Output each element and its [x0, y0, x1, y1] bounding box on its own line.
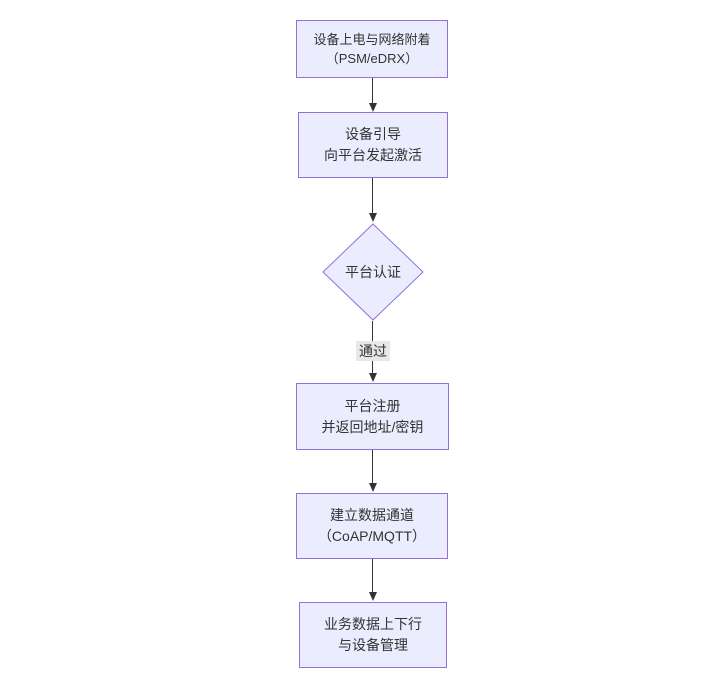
arrowhead-icon	[369, 483, 377, 492]
node-label-line: （PSM/eDRX）	[325, 51, 419, 66]
node-label-line: 平台认证	[345, 264, 401, 280]
arrowhead-icon	[369, 103, 377, 112]
arrowhead-icon	[369, 213, 377, 222]
node-label-line: 与设备管理	[338, 637, 408, 653]
arrowhead-icon	[369, 592, 377, 601]
arrowhead-icon	[369, 373, 377, 382]
flow-arrow-line	[372, 78, 373, 103]
node-label-line: 建立数据通道	[330, 507, 414, 523]
node-register: 平台注册 并返回地址/密钥	[296, 383, 449, 450]
node-label-line: 设备上电与网络附着	[313, 32, 431, 47]
node-power-attach: 设备上电与网络附着 （PSM/eDRX）	[296, 20, 448, 78]
flow-arrow-line	[372, 450, 373, 483]
edge-label-pass: 通过	[356, 341, 390, 361]
flow-arrow-line	[372, 178, 373, 213]
node-label-line: 设备引导	[345, 126, 401, 142]
node-label-line: 并返回地址/密钥	[321, 418, 424, 435]
node-label-line: （CoAP/MQTT）	[317, 528, 427, 544]
node-bootstrap: 设备引导 向平台发起激活	[298, 112, 448, 178]
node-business-data: 业务数据上下行 与设备管理	[299, 602, 447, 668]
diamond-shape	[322, 223, 424, 321]
node-data-channel: 建立数据通道 （CoAP/MQTT）	[296, 493, 448, 559]
flow-arrow-line	[372, 559, 373, 592]
decision-platform-auth: 平台认证	[322, 223, 424, 321]
node-label-line: 向平台发起激活	[324, 147, 422, 163]
node-label-line: 平台注册	[344, 397, 401, 414]
node-label-line: 业务数据上下行	[324, 616, 422, 632]
